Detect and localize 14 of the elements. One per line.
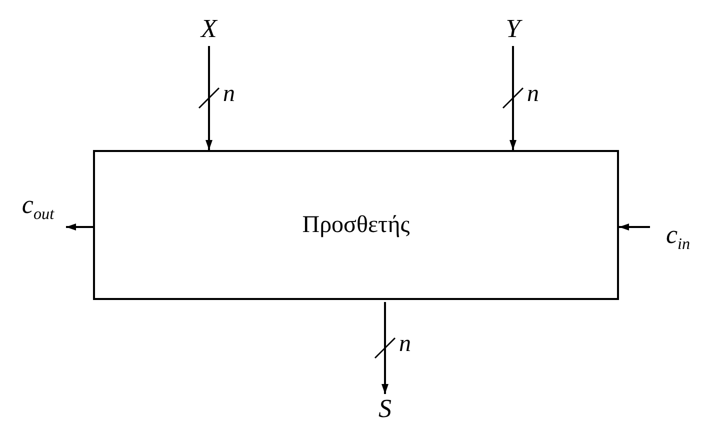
- arrow: [206, 46, 212, 150]
- variable-label: Y: [500, 14, 526, 44]
- edge-label: n: [527, 82, 539, 106]
- variable-label: X: [196, 14, 222, 44]
- arrow: [510, 46, 516, 150]
- arrow: [382, 302, 388, 394]
- variable-label: c$_{out}$: [10, 190, 66, 264]
- variable-label: S: [372, 394, 398, 424]
- variable-label: c$_{in}$: [650, 200, 706, 254]
- arrow: [619, 224, 650, 230]
- edge-label: n: [223, 82, 235, 106]
- process-box: Προσθετής: [93, 150, 619, 300]
- arrow: [66, 224, 93, 230]
- edge-label: n: [399, 332, 411, 356]
